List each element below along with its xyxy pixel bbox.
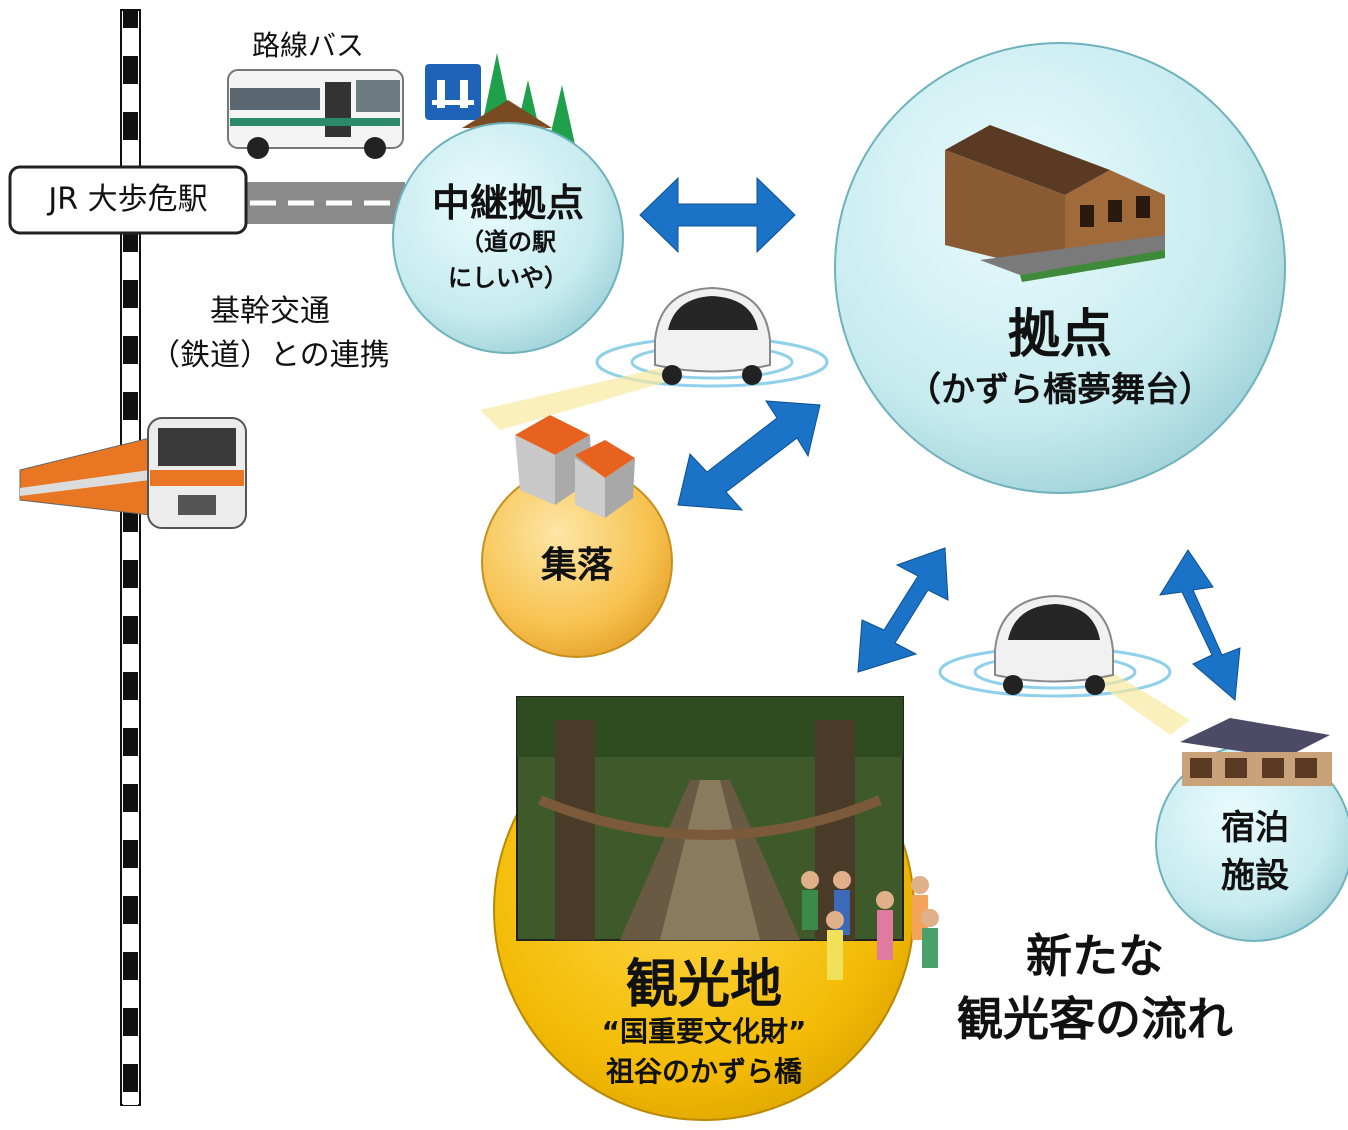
lodging-building-icon: [1180, 718, 1332, 786]
new-flow-label-line2: 観光客の流れ: [957, 992, 1233, 1046]
arrow-lodging-base: [1159, 549, 1241, 702]
base-node-title: 拠点: [1007, 305, 1112, 365]
relay-node-sub2: にしいや）: [448, 264, 568, 292]
village-node-title: 集落: [540, 545, 613, 586]
arrow-tourist-base: [857, 547, 949, 673]
new-flow-label-line1: 新たな: [1026, 929, 1164, 983]
train-icon: [19, 417, 247, 529]
trunk-transport-label-sub: （鉄道）との連携: [150, 338, 390, 373]
relay-node-circle: [392, 122, 624, 354]
arrow-village-base: [677, 400, 821, 511]
railway-line: [120, 9, 141, 1106]
trunk-transport-label: 基幹交通: [210, 294, 330, 329]
base-building-icon: [945, 125, 1165, 282]
tourist-node-sub1: “国重要文化財”: [601, 1015, 807, 1048]
station-label: JR 大歩危駅: [48, 182, 208, 217]
bus-icon: [227, 69, 404, 159]
lodging-node-line2: 施設: [1221, 856, 1289, 896]
lodging-node-line1: 宿泊: [1221, 808, 1289, 848]
relay-node-sub1: （道の駅: [460, 228, 556, 256]
tourist-node-title: 観光地: [625, 955, 782, 1015]
tourist-node-sub2: 祖谷のかずら橋: [605, 1055, 802, 1088]
bus-label: 路線バス: [252, 29, 365, 62]
station-sign: [8, 165, 248, 235]
village-houses-icon: [515, 415, 635, 518]
tourists-icon: [801, 871, 939, 980]
road: [245, 182, 405, 224]
autonomous-car-icon: [938, 594, 1190, 735]
base-node-subtitle: （かずら橋夢舞台）: [907, 370, 1213, 410]
michi-no-eki-sign-icon: [425, 64, 481, 120]
relay-node-title: 中継拠点: [431, 181, 584, 225]
autonomous-car-icon: [480, 286, 829, 430]
arrow-relay-base: [639, 176, 796, 254]
